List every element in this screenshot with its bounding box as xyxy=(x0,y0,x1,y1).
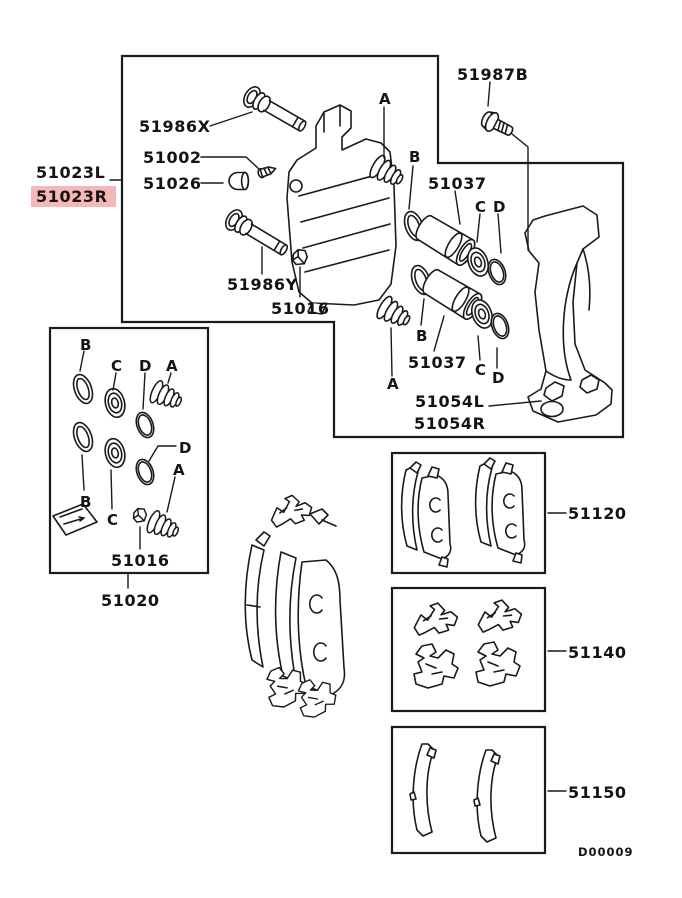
kit-seal-b2-drawing xyxy=(69,419,97,455)
ref-kit-a1: A xyxy=(166,357,178,375)
ref-d-lower: D xyxy=(492,369,504,387)
label-cap: 51026 xyxy=(143,174,202,193)
kit-oring-d2-drawing xyxy=(132,456,158,488)
loose-pad-stack-drawing xyxy=(244,491,346,721)
ref-d-upper: D xyxy=(493,198,505,216)
clip-kit-box xyxy=(390,586,547,713)
label-piston-lower: 51037 xyxy=(408,353,467,372)
label-caliper-left: 51023L xyxy=(36,163,105,182)
diagram-code: D00009 xyxy=(578,845,634,859)
oring-d-upper-drawing xyxy=(484,256,510,288)
guide-pin-upper-drawing xyxy=(239,83,311,138)
main-assembly-box xyxy=(120,54,625,439)
label-lock-bolt: 51987B xyxy=(457,65,528,84)
label-pin-upper: 51986X xyxy=(139,117,211,136)
ref-b-lower: B xyxy=(416,327,427,345)
label-shim-kit: 51150 xyxy=(568,783,627,802)
ref-kit-c2: C xyxy=(107,511,118,529)
boot-a-lower-drawing xyxy=(373,293,416,333)
shim-kit-box xyxy=(390,725,547,855)
guide-pin-lower-drawing xyxy=(221,206,293,262)
label-carrier-right: 51054R xyxy=(414,414,486,433)
pad-kit-contents-drawing xyxy=(400,457,526,568)
ref-c-upper: C xyxy=(475,198,486,216)
clip-kit-contents-drawing xyxy=(411,597,524,689)
pad-kit-box xyxy=(390,451,547,575)
kit-boot-a2-drawing xyxy=(143,508,184,545)
label-bleeder: 51002 xyxy=(143,148,202,167)
ref-c-lower: C xyxy=(475,361,486,379)
ref-b-upper: B xyxy=(409,148,420,166)
kit-bushing-c1-drawing xyxy=(101,385,129,421)
selected-part-highlight xyxy=(31,186,116,207)
label-clip-kit: 51140 xyxy=(568,643,627,662)
kit-boot-a1-drawing xyxy=(146,378,187,415)
label-pin-boot-main: 51016 xyxy=(271,299,330,318)
ref-a-upper: A xyxy=(379,90,391,108)
ref-kit-c1: C xyxy=(111,357,122,375)
bleeder-screw-drawing xyxy=(257,166,277,179)
carrier-bracket-drawing xyxy=(524,205,613,423)
ref-kit-b2: B xyxy=(80,493,91,511)
seal-kit-box xyxy=(48,326,210,575)
label-seal-kit: 51020 xyxy=(101,591,160,610)
label-carrier-left: 51054L xyxy=(415,392,484,411)
label-kit-pin-boot: 51016 xyxy=(111,551,170,570)
kit-shim-plate-drawing xyxy=(52,503,98,536)
ref-kit-a2: A xyxy=(173,461,185,479)
bleeder-cap-drawing xyxy=(228,171,250,191)
kit-oring-d1-drawing xyxy=(132,409,158,441)
label-piston-upper: 51037 xyxy=(428,174,487,193)
kit-seal-b1-drawing xyxy=(69,371,97,407)
kit-bushing-c2-drawing xyxy=(101,435,129,471)
ref-kit-b1: B xyxy=(80,336,91,354)
caliper-body-drawing xyxy=(286,104,397,315)
leader-lines xyxy=(79,81,567,792)
lock-bolt-drawing xyxy=(477,107,518,142)
ref-kit-d1: D xyxy=(139,357,151,375)
ref-kit-d2: D xyxy=(179,439,191,457)
ref-a-lower: A xyxy=(387,375,399,393)
kit-pin-boot-drawing xyxy=(132,507,148,524)
label-caliper-right[interactable]: 51023R xyxy=(36,187,108,206)
label-pad-kit: 51120 xyxy=(568,504,627,523)
shim-kit-contents-drawing xyxy=(409,743,501,843)
label-pin-lower: 51986Y xyxy=(227,275,298,294)
